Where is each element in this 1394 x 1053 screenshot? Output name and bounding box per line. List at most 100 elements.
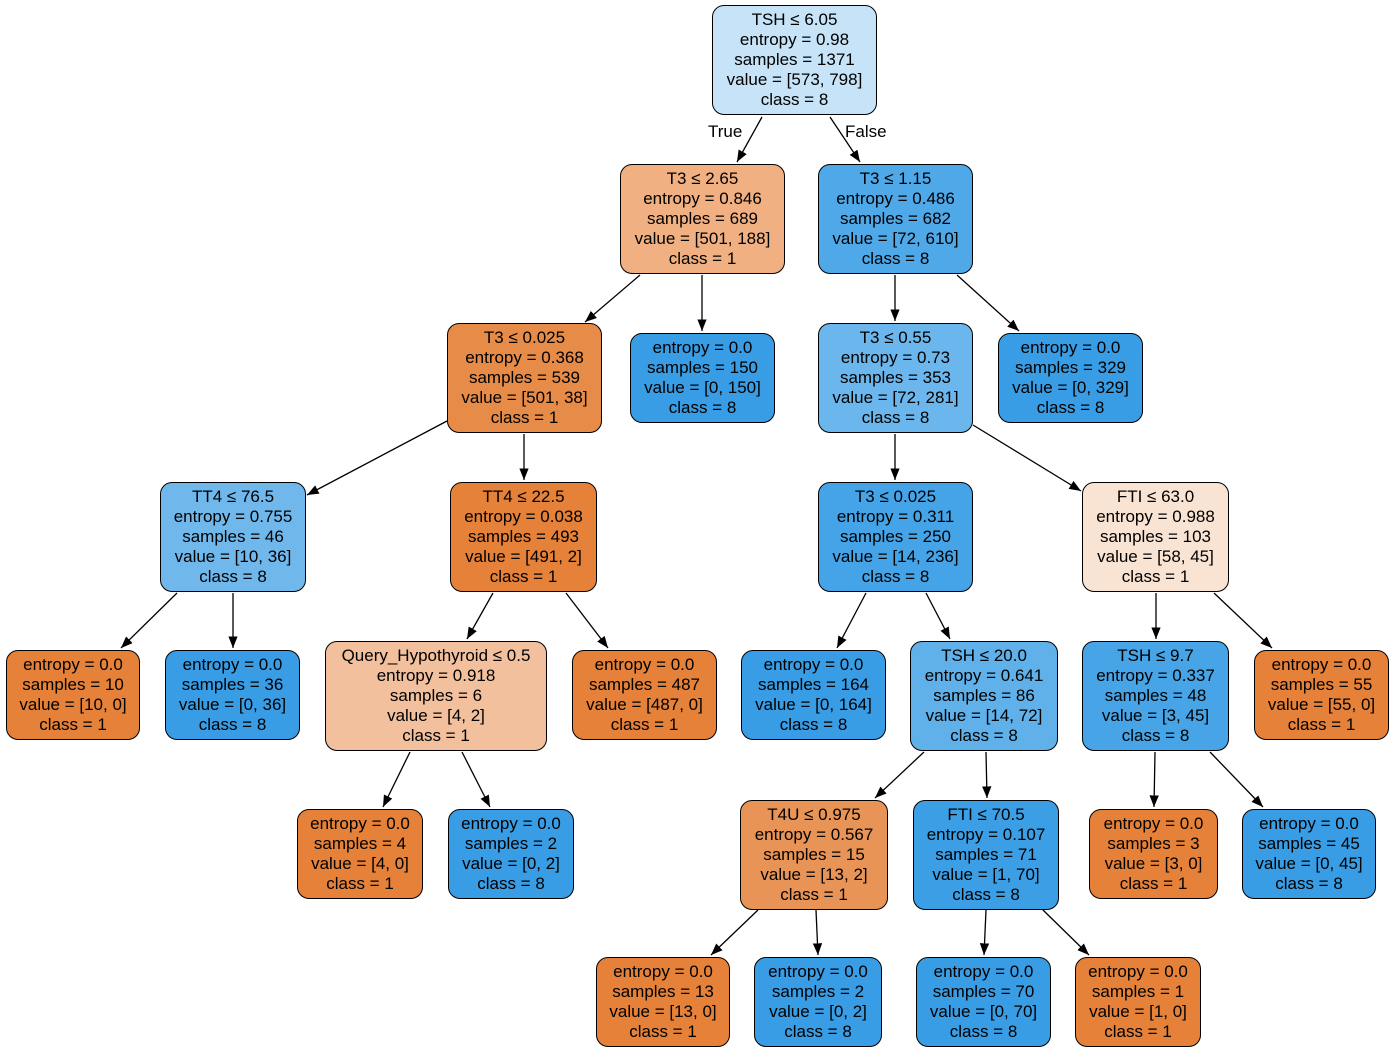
- node-line: class = 1: [629, 1022, 697, 1041]
- node-line: entropy = 0.0: [1259, 814, 1359, 833]
- node-line: class = 1: [326, 874, 394, 893]
- edge-n22-to-n28: [1042, 909, 1090, 956]
- node-line: entropy = 0.0: [1103, 814, 1204, 833]
- node-line: samples = 10: [22, 675, 124, 694]
- edge-n16-to-n22: [982, 751, 992, 799]
- false-edge-label: False: [845, 122, 887, 141]
- node-line: entropy = 0.988: [1096, 507, 1215, 526]
- node-line: samples = 682: [839, 209, 952, 228]
- node-line: T3 ≤ 1.15: [859, 169, 932, 188]
- node-line: value = [14, 236]: [832, 547, 959, 566]
- node-line: samples = 353: [839, 368, 952, 387]
- edge-n9-to-n16: [925, 592, 951, 640]
- node-line: FTI ≤ 63.0: [1116, 487, 1195, 506]
- node-line: entropy = 0.0: [594, 655, 695, 674]
- node-line: class = 1: [490, 408, 559, 427]
- node-line: samples = 6: [389, 686, 483, 705]
- node-line: entropy = 0.0: [1088, 962, 1188, 981]
- node-line: class = 1: [1287, 715, 1356, 734]
- node-line: samples = 487: [588, 675, 701, 694]
- node-line: value = [13, 0]: [609, 1002, 717, 1021]
- node-line: samples = 1: [1091, 982, 1185, 1001]
- node-line: value = [58, 45]: [1097, 547, 1214, 566]
- node-line: value = [4, 2]: [387, 706, 485, 725]
- node-line: samples = 539: [468, 368, 581, 387]
- node-line: entropy = 0.73: [840, 348, 951, 367]
- node-line: entropy = 0.98: [739, 30, 850, 49]
- node-line: value = [0, 45]: [1255, 854, 1363, 873]
- edge-n1-to-n3: [584, 274, 641, 323]
- node-line: entropy = 0.641: [924, 666, 1044, 685]
- node-line: entropy = 0.486: [836, 189, 955, 208]
- node-line: value = [501, 188]: [634, 229, 771, 248]
- node-line: entropy = 0.846: [643, 189, 762, 208]
- node-line: entropy = 0.0: [1271, 655, 1372, 674]
- node-line: FTI ≤ 70.5: [947, 805, 1025, 824]
- node-line: samples = 250: [839, 527, 952, 546]
- node-line: value = [55, 0]: [1267, 695, 1376, 714]
- node-line: class = 1: [610, 715, 679, 734]
- node-line: TSH ≤ 6.05: [751, 10, 838, 29]
- node-line: entropy = 0.567: [754, 825, 874, 844]
- node-line: TSH ≤ 20.0: [941, 646, 1027, 665]
- edge-n10-to-n18: [1213, 592, 1273, 649]
- node-line: class = 1: [1119, 874, 1188, 893]
- node-line: class = 1: [1121, 567, 1190, 586]
- node-line: class = 1: [668, 249, 737, 268]
- node-line: entropy = 0.0: [768, 962, 868, 981]
- node-line: class = 8: [861, 249, 930, 268]
- edge-n17-to-n24: [1209, 751, 1264, 808]
- edge-n9-to-n15: [836, 592, 867, 649]
- node-line: entropy = 0.0: [1020, 338, 1121, 357]
- node-line: samples = 4: [313, 834, 407, 853]
- node-line: entropy = 0.0: [933, 962, 1034, 981]
- node-line: samples = 71: [935, 845, 1037, 864]
- node-line: class = 8: [861, 408, 930, 427]
- edge-n13-to-n20: [461, 751, 491, 808]
- node-line: class = 8: [779, 715, 848, 734]
- edge-n13-to-n19: [382, 751, 411, 808]
- edge-n22-to-n27: [979, 909, 990, 956]
- node-line: value = [0, 2]: [462, 854, 560, 873]
- node-line: samples = 15: [763, 845, 865, 864]
- node-line: class = 8: [668, 398, 737, 417]
- node-line: class = 8: [199, 567, 267, 586]
- edge-n7-to-n11: [120, 592, 178, 649]
- edge-n5-to-n10: [972, 424, 1082, 492]
- node-line: samples = 329: [1014, 358, 1127, 377]
- node-line: value = [1, 0]: [1089, 1002, 1187, 1021]
- node-line: samples = 164: [757, 675, 870, 694]
- node-line: TT4 ≤ 76.5: [191, 487, 275, 506]
- edge-n3-to-n7: [306, 420, 448, 496]
- node-line: value = [10, 0]: [19, 695, 127, 714]
- node-line: samples = 3: [1107, 834, 1200, 853]
- node-line: value = [10, 36]: [174, 547, 292, 566]
- node-line: class = 8: [1121, 726, 1190, 745]
- node-line: entropy = 0.0: [613, 962, 713, 981]
- node-line: value = [13, 2]: [760, 865, 868, 884]
- node-line: value = [501, 38]: [461, 388, 588, 407]
- node-line: entropy = 0.0: [23, 655, 123, 674]
- node-line: class = 8: [949, 1022, 1018, 1041]
- node-line: T4U ≤ 0.975: [767, 805, 861, 824]
- edge-n21-to-n25: [710, 909, 759, 956]
